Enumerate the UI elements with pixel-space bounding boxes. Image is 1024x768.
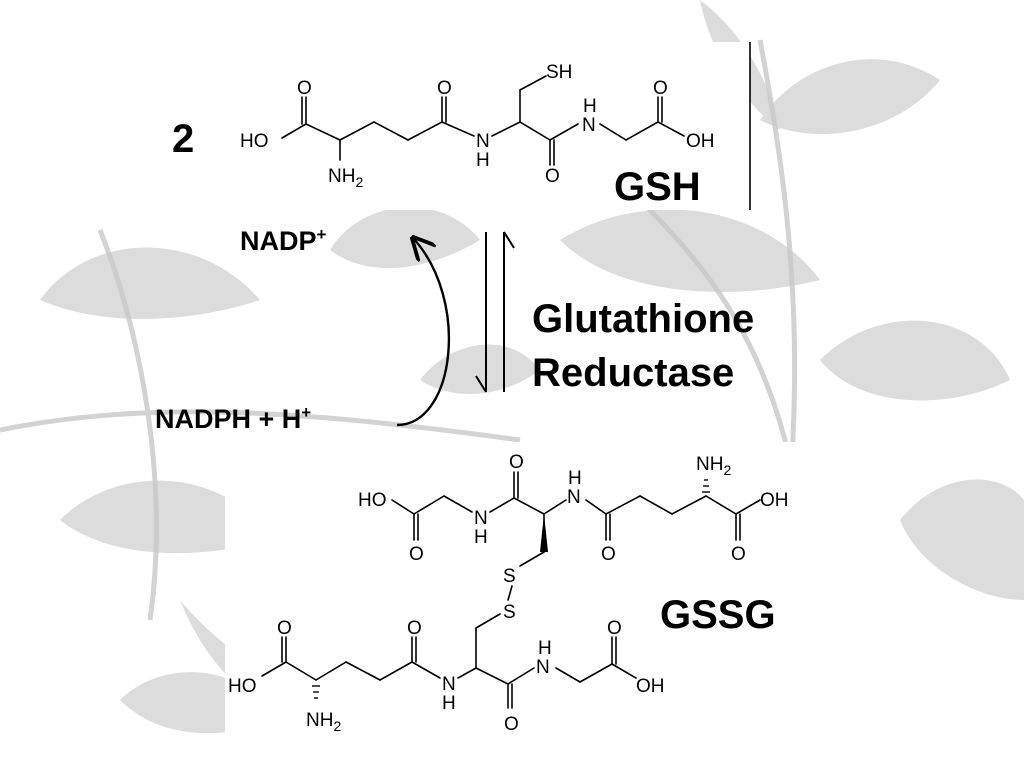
gsh-label: GSH	[614, 165, 701, 209]
gssg-lower-atom-ho: HO	[228, 676, 257, 697]
gssg-lower-atom-n: N	[536, 657, 550, 678]
gsh-atom-o: O	[653, 78, 668, 99]
gsh-atom-h: H	[476, 150, 490, 171]
gsh-atom-h: H	[583, 96, 597, 117]
gssg-upper-wedge	[540, 514, 548, 552]
gsh-atom-sh: SH	[546, 62, 572, 83]
gssg-upper-bonds	[391, 471, 761, 601]
gsh-atom-ho: HO	[240, 131, 269, 152]
gsh-panel	[228, 42, 750, 210]
gssg-lower-atom-o: O	[277, 618, 292, 639]
gsh-structure: HO O NH2 O N H SH O H N O OH	[240, 62, 715, 190]
gsh-atom-o: O	[297, 78, 312, 99]
gssg-lower-hash	[312, 685, 320, 699]
gssg-lower-atom-o: O	[504, 714, 519, 735]
gssg-upper-atom-n: N	[567, 487, 581, 508]
gssg-upper-atom-ho: HO	[358, 490, 387, 511]
equilibrium-arrows	[475, 231, 515, 393]
gsh-atom-oh: OH	[686, 131, 715, 152]
gssg-lower-atom-o: O	[407, 618, 422, 639]
gssg-upper-atom-o: O	[509, 452, 524, 473]
nadph-label: NADPH + H+	[155, 403, 311, 434]
gsh-atom-n: N	[476, 131, 490, 152]
gssg-upper-atom-n: N	[474, 508, 488, 529]
enzyme-name-line1: Glutathione	[532, 297, 754, 341]
gssg-upper-atom-h: H	[474, 527, 488, 548]
gssg-upper-atom-o: O	[409, 544, 424, 565]
gsh-atom-nh2: NH2	[328, 166, 363, 190]
gssg-lower-atom-h: H	[442, 693, 456, 714]
gsh-atom-o: O	[437, 78, 452, 99]
enzyme-name-line2: Reductase	[532, 351, 734, 395]
gssg-upper-atom-o: O	[731, 544, 746, 565]
nadp-plus-label: NADP+	[240, 225, 327, 256]
gssg-upper-atom-o: O	[601, 544, 616, 565]
disulfide-atom-s: S	[503, 566, 516, 587]
gsh-atom-o: O	[545, 166, 560, 187]
gssg-upper-atom-nh2: NH2	[696, 454, 731, 478]
gssg-upper-hash	[702, 479, 710, 493]
cofactor-curved-arrow	[396, 238, 451, 427]
disulfide-atom-s: S	[503, 602, 516, 623]
gssg-upper-atom-h: H	[568, 468, 582, 489]
gssg-upper-atom-oh: OH	[760, 490, 789, 511]
gssg-lower-atom-n: N	[442, 674, 456, 695]
gsh-atom-n: N	[582, 115, 596, 136]
forward-arrow-head	[475, 375, 487, 393]
stoichiometric-coefficient: 2	[172, 117, 194, 161]
gssg-label: GSSG	[660, 593, 776, 637]
gssg-lower-atom-nh2: NH2	[306, 710, 341, 734]
gssg-lower-atom-h: H	[538, 638, 552, 659]
gssg-structure: HO O N H O H N O NH2 OH O S S	[228, 452, 789, 735]
gssg-lower-atom-oh: OH	[636, 676, 665, 697]
gssg-lower-atom-o: O	[607, 618, 622, 639]
reverse-arrow-head	[503, 231, 515, 249]
gsh-bonds	[281, 75, 685, 166]
gssg-lower-bonds	[261, 613, 637, 709]
